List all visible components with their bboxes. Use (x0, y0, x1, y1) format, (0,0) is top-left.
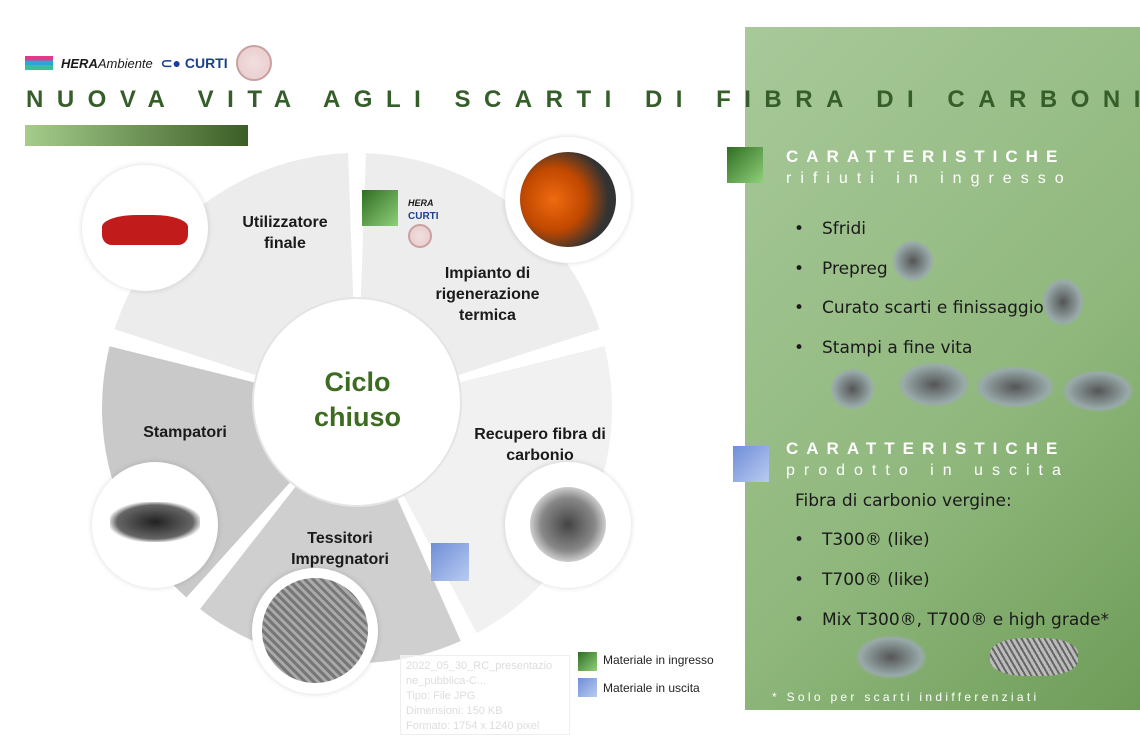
partner-logos-small: HERA CURTI (408, 196, 439, 248)
legend-input-label: Materiale in ingresso (603, 653, 714, 667)
airplane-photo (975, 366, 1055, 408)
input-material-marker (362, 190, 398, 226)
segment-stampatori: Stampatori (143, 424, 227, 441)
footnote: * Solo per scarti indifferenziati (772, 690, 1040, 704)
input-subheading: rifiuti in ingresso (786, 170, 1073, 187)
input-item: Prepreg (794, 259, 888, 279)
output-item: T700® (like) (794, 570, 930, 590)
segment-tessitori-impregnatori: Tessitori Impregnatori (291, 530, 389, 568)
fiber-strands-photo (990, 638, 1078, 676)
output-item: Mix T300®, T700® e high grade* (794, 610, 1109, 630)
hera-logo-text: HERAAmbiente (61, 55, 153, 71)
scraps-photo (1042, 278, 1084, 326)
output-material-marker (431, 543, 469, 581)
woven-fabric-photo (252, 568, 378, 694)
legend-output-label: Materiale in uscita (603, 681, 700, 695)
input-heading: CARATTERISTICHE (786, 147, 1066, 166)
hera-logo (25, 56, 53, 70)
segment-impianto-rigenerazione: Impianto di rigenerazione termica (435, 265, 540, 324)
motorcycle-photo (82, 165, 208, 291)
output-item: T300® (like) (794, 530, 930, 550)
title-gradient-bar (25, 125, 248, 146)
page-title: NUOVA VITA AGLI SCARTI DI FIBRA DI CARBO… (26, 86, 1140, 113)
center-label: Ciclo chiuso (313, 367, 401, 432)
segment-recupero-fibra: Recupero fibra di carbonio (474, 426, 606, 464)
partner-logos: HERAAmbiente ⊂● CURTI (25, 45, 272, 81)
segment-utilizzatore-finale: Utilizzatore finale (242, 214, 328, 252)
carbon-fiber-pile-photo (505, 462, 631, 588)
thermal-plant-photo (505, 137, 631, 263)
legend-output-swatch (578, 678, 597, 697)
output-heading-marker (733, 446, 769, 482)
university-seal-logo (235, 45, 272, 81)
input-item: Sfridi (794, 219, 866, 239)
input-item: Curato scarti e finissaggio (794, 298, 1044, 318)
molded-parts-photo (92, 462, 218, 588)
output-intro: Fibra di carbonio vergine: (795, 491, 1012, 511)
fiber-pile-photo (855, 635, 927, 679)
mold-photo (898, 362, 970, 407)
wind-turbine-photo (830, 368, 875, 410)
curti-logo: ⊂● CURTI (160, 54, 228, 71)
bicycle-photo (1062, 370, 1134, 412)
legend-input-swatch (578, 652, 597, 671)
center-circle (252, 297, 462, 507)
output-subheading: prodotto in uscita (786, 462, 1070, 479)
output-heading: CARATTERISTICHE (786, 439, 1066, 458)
input-heading-marker (727, 147, 763, 183)
input-item: Stampi a fine vita (794, 338, 972, 358)
prepreg-photo (892, 240, 934, 282)
